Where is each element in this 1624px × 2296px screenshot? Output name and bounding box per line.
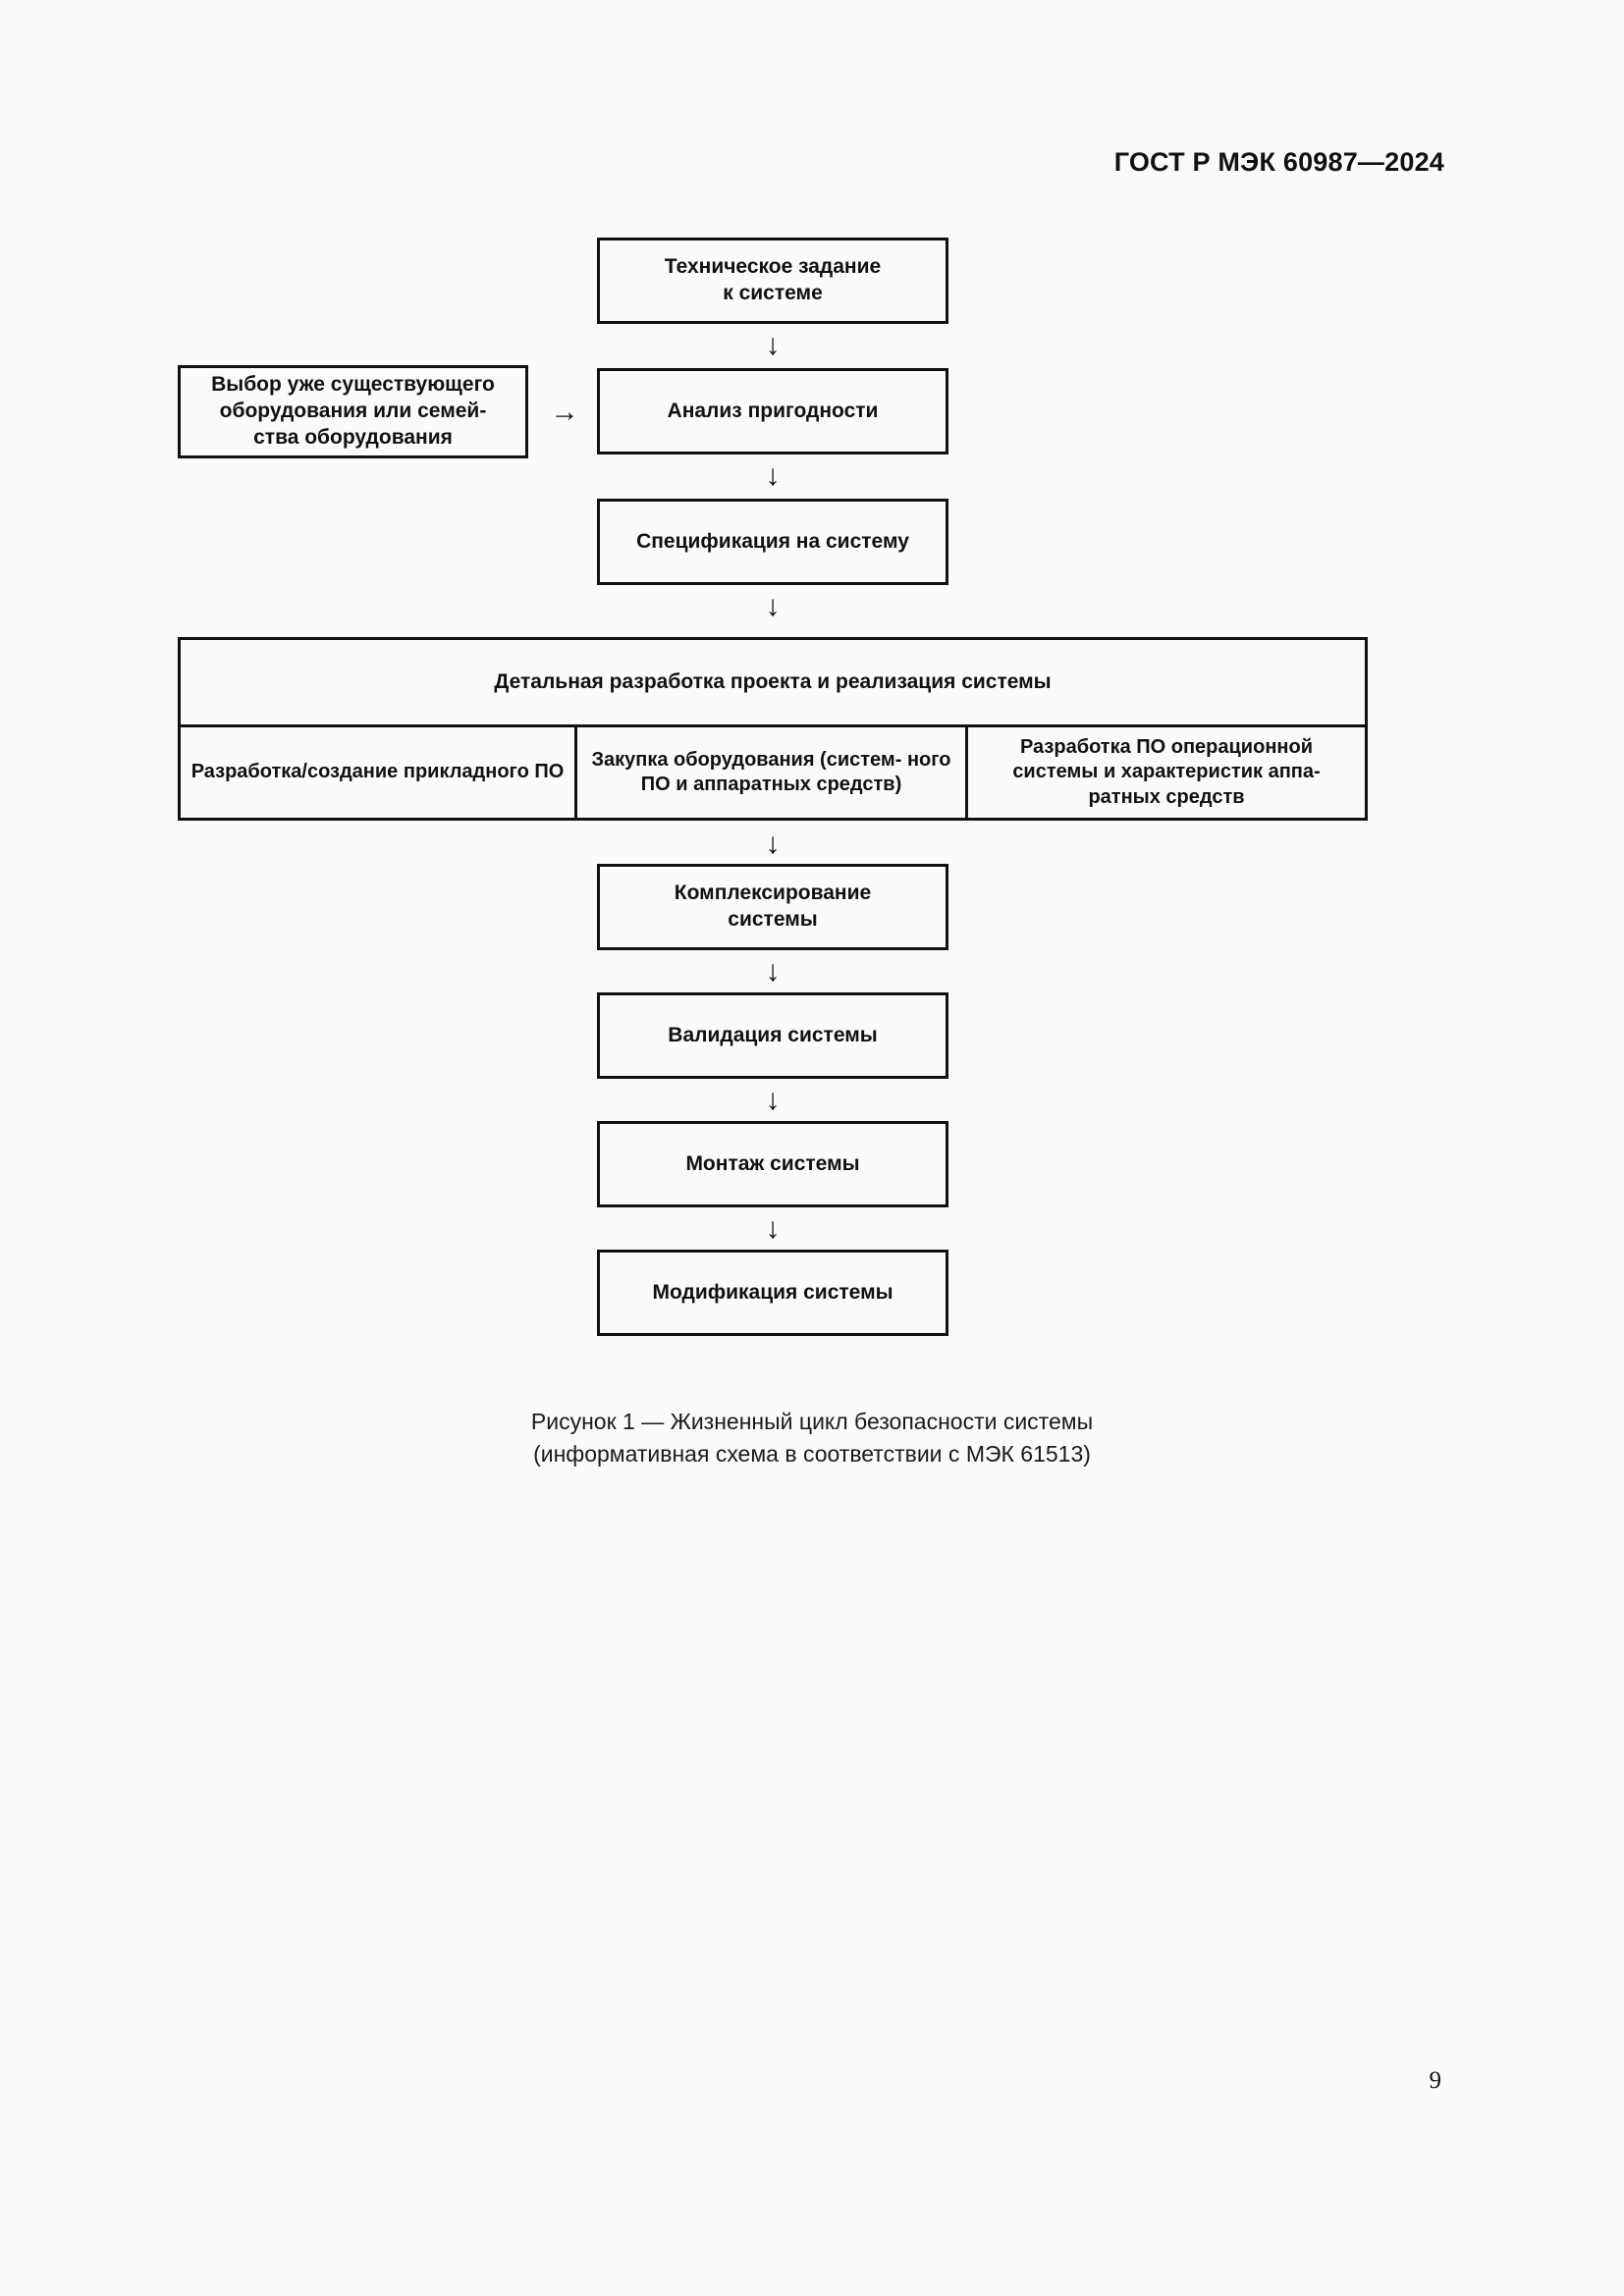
flow-node-existing-equipment-selection: Выбор уже существующего оборудования или… xyxy=(178,365,528,458)
flow-node-system-installation: Монтаж системы xyxy=(597,1121,948,1207)
node-label-line2: системы xyxy=(728,908,818,931)
flow-node-system-validation: Валидация системы xyxy=(597,992,948,1079)
side-node-label-line2: оборудования или семей- xyxy=(219,400,487,423)
running-header: ГОСТ Р МЭК 60987—2024 xyxy=(1113,147,1444,177)
node-label-line1: Модификация системы xyxy=(652,1280,893,1304)
arrow-down-icon: ↓ xyxy=(765,329,781,361)
flow-group-detailed-design: Детальная разработка проекта и реализаци… xyxy=(178,637,1368,821)
arrow-right-icon: → xyxy=(550,396,579,428)
column-label-line2: системы и характеристик аппа- xyxy=(1012,761,1321,783)
side-node-label-line3: ства оборудования xyxy=(253,425,453,449)
node-label-line2: к системе xyxy=(723,282,823,304)
arrow-down-icon: ↓ xyxy=(765,590,781,622)
flow-node-technical-requirements: Техническое задание к системе xyxy=(597,238,948,324)
group-column-application-software: Разработка/создание прикладного ПО xyxy=(181,727,574,818)
flow-node-suitability-analysis: Анализ пригодности xyxy=(597,368,948,454)
figure-caption-line1: Рисунок 1 — Жизненный цикл безопасности … xyxy=(530,1409,1094,1434)
node-label-line1: Техническое задание xyxy=(664,255,882,279)
figure-caption-line2: (информативная схема в соответствии с МЭ… xyxy=(533,1441,1091,1468)
node-label-line1: Монтаж системы xyxy=(685,1151,860,1175)
arrow-down-icon: ↓ xyxy=(765,828,781,860)
figure-caption: Рисунок 1 — Жизненный цикл безопасности … xyxy=(0,1406,1624,1471)
arrow-down-icon: ↓ xyxy=(765,1212,781,1245)
arrow-down-icon: ↓ xyxy=(765,955,781,988)
column-label-line2: ного ПО и аппаратных средств) xyxy=(640,748,951,795)
column-label-line1: Разработка/создание xyxy=(190,761,399,783)
node-label-line1: Анализ пригодности xyxy=(667,399,879,422)
flow-node-system-integration: Комплексирование системы xyxy=(597,864,948,950)
arrow-down-icon: ↓ xyxy=(765,459,781,492)
group-column-equipment-procurement: Закупка оборудования (систем- ного ПО и … xyxy=(574,727,968,818)
column-label-line1: Разработка ПО операционной xyxy=(1019,736,1313,759)
group-title: Детальная разработка проекта и реализаци… xyxy=(181,640,1365,727)
side-node-label-line1: Выбор уже существующего xyxy=(211,373,495,397)
arrow-down-icon: ↓ xyxy=(765,1084,781,1116)
column-label-line1: Закупка оборудования (систем- xyxy=(591,748,902,771)
node-label-line1: Спецификация на систему xyxy=(636,529,909,553)
node-label-line1: Комплексирование xyxy=(674,881,872,905)
flow-node-system-specification: Спецификация на систему xyxy=(597,499,948,585)
node-label-line1: Валидация системы xyxy=(668,1023,878,1046)
page-number: 9 xyxy=(1429,2067,1442,2094)
group-column-os-software-development: Разработка ПО операционной системы и хар… xyxy=(968,727,1365,818)
flow-node-system-modification: Модификация системы xyxy=(597,1250,948,1336)
column-label-line3: ратных средств xyxy=(1088,785,1245,808)
group-columns: Разработка/создание прикладного ПО Закуп… xyxy=(181,727,1365,818)
column-label-line2: прикладного ПО xyxy=(403,761,565,783)
